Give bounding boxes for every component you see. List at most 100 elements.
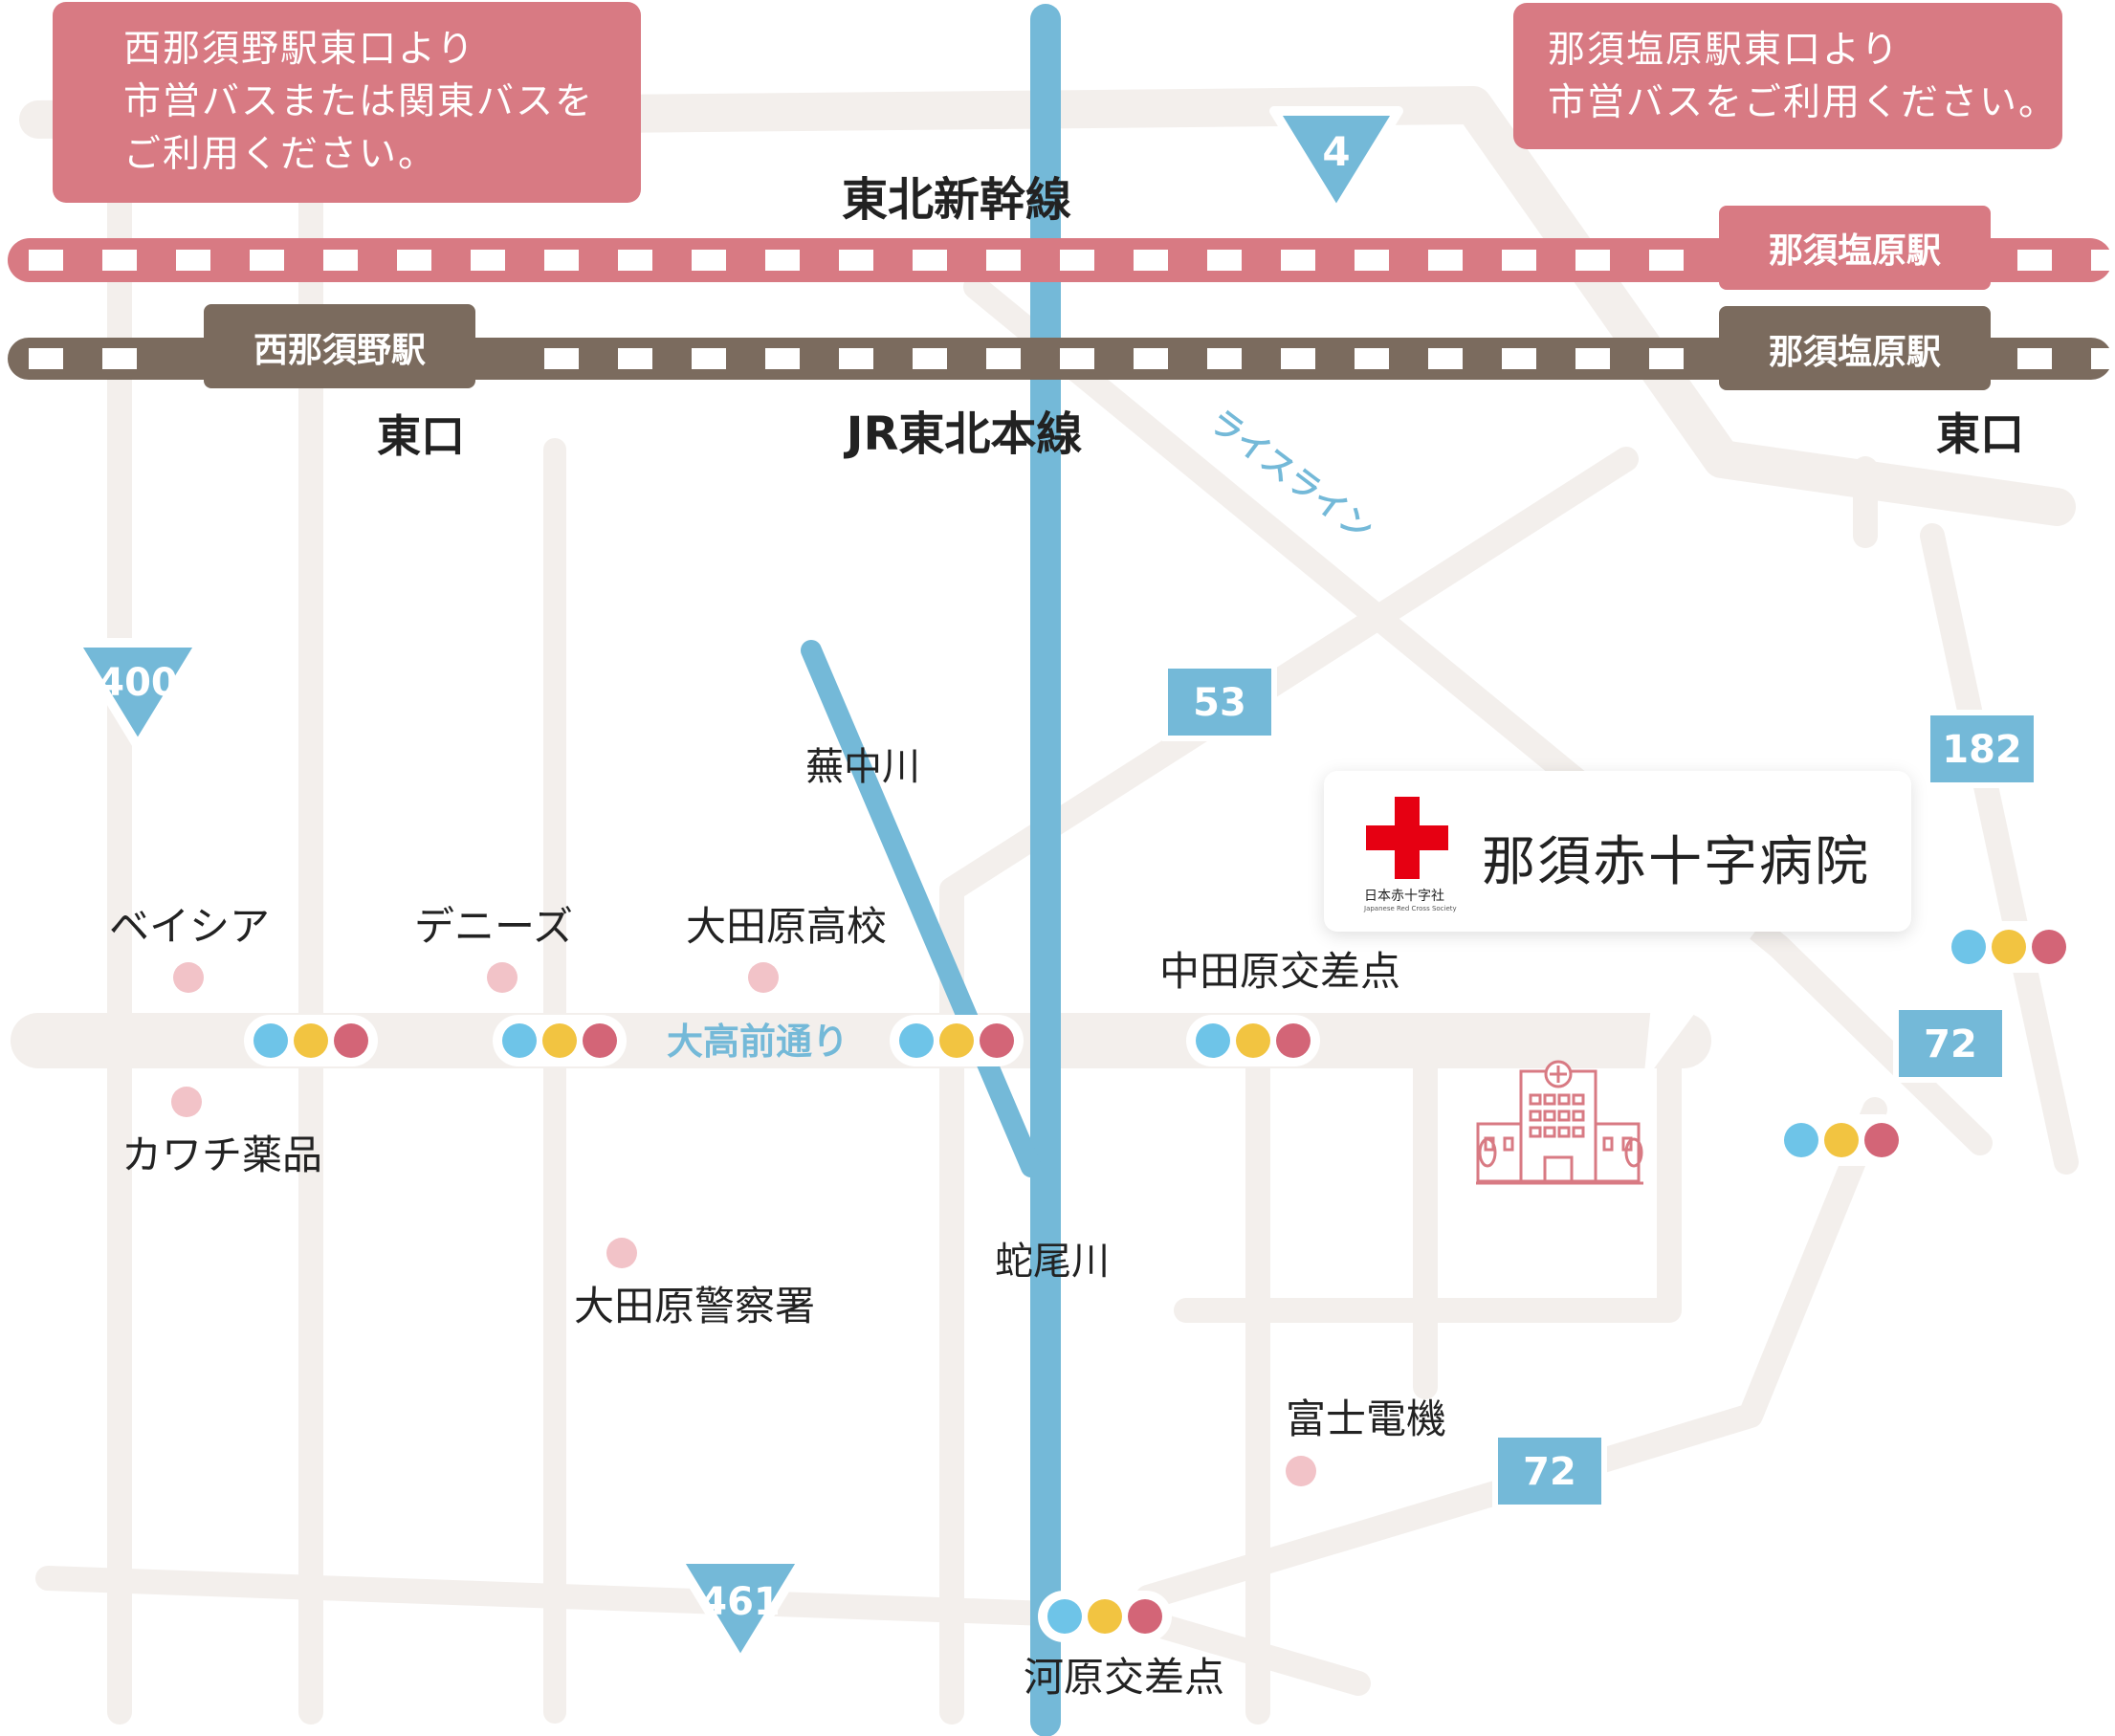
kabunaka-river-label: 蕪中川	[805, 745, 920, 789]
rail-dash	[1502, 348, 1536, 369]
rail-dash	[102, 250, 137, 271]
signal-light-blue	[1784, 1123, 1818, 1157]
svg-text:4: 4	[1322, 128, 1350, 175]
rail-dash	[913, 348, 947, 369]
signal-light-red	[980, 1023, 1014, 1058]
red-cross-icon	[1366, 797, 1448, 879]
rail-dash	[1060, 348, 1094, 369]
signal-light-red	[583, 1023, 617, 1058]
kawachi-label: カワチ薬品	[121, 1132, 322, 1178]
route-53-sign: 53	[1162, 663, 1277, 741]
rail-dash	[1281, 348, 1315, 369]
hospital-building-icon	[1476, 1060, 1643, 1185]
rail-dash	[1649, 348, 1684, 369]
rail-dash	[618, 348, 652, 369]
traffic-signal	[1942, 921, 2076, 973]
fuji-label: 富士電機	[1286, 1395, 1446, 1442]
rail-dash	[2017, 250, 2052, 271]
beisia-label: ベイシア	[109, 903, 270, 950]
rail-dash	[1428, 250, 1463, 271]
rail-dash	[692, 250, 726, 271]
svg-text:461: 461	[700, 1580, 781, 1624]
signal-light-yellow	[1824, 1123, 1859, 1157]
signal-light-yellow	[542, 1023, 577, 1058]
svg-text:那須塩原駅: 那須塩原駅	[1769, 333, 1941, 372]
route-72-sign-upper: 72	[1893, 1004, 2008, 1083]
rail-dash	[397, 250, 431, 271]
hospital-name: 那須赤十字病院	[1482, 831, 1870, 893]
traffic-signal	[1186, 1015, 1320, 1066]
shinkansen-line	[8, 238, 2115, 282]
traffic-signal	[493, 1015, 627, 1066]
signal-light-red	[1864, 1123, 1899, 1157]
bus-info-west-line-2: 市営バスまたは関東バスを	[123, 80, 595, 123]
dennys-label: デニーズ	[414, 903, 573, 950]
route-72-sign-lower: 72	[1492, 1432, 1607, 1510]
rice-line-label: ライスライン	[1202, 402, 1380, 549]
signal-light-blue	[502, 1023, 537, 1058]
rail-dash	[29, 348, 63, 369]
hospital-card-pointer	[1643, 918, 1765, 1083]
svg-text:182: 182	[1942, 728, 2022, 772]
rail-dash	[913, 250, 947, 271]
traffic-signal	[1774, 1114, 1908, 1166]
east-exit-label: 東口	[1936, 408, 2024, 460]
rail-dash	[1428, 348, 1463, 369]
rail-dash	[986, 250, 1021, 271]
bus-info-east-line-1: 那須塩原駅東口より	[1548, 29, 1901, 72]
rail-dash	[544, 250, 579, 271]
rail-dash	[618, 250, 652, 271]
rail-dash	[2091, 250, 2115, 271]
signal-light-blue	[1951, 930, 1986, 964]
rail-dash	[765, 348, 800, 369]
route-400-sign: 400	[70, 638, 206, 751]
rail-dash	[1355, 250, 1389, 271]
river-network	[801, 4, 1061, 1736]
rail-dash	[1060, 250, 1094, 271]
nakatawara-label: 中田原交差点	[1159, 948, 1400, 995]
route-4-sign: 4	[1269, 106, 1403, 217]
signal-light-yellow	[294, 1023, 328, 1058]
bus-info-east-callout: 那須塩原駅東口より 市営バスをご利用ください。	[1513, 3, 2062, 149]
svg-text:西那須野駅: 西那須野駅	[253, 331, 426, 370]
rail-dash	[544, 348, 579, 369]
west-exit-label: 東口	[377, 410, 465, 462]
rail-dash	[29, 250, 63, 271]
jr-tohoku-line	[8, 338, 2115, 380]
rail-dash	[1575, 348, 1610, 369]
signal-light-yellow	[1992, 930, 2026, 964]
signal-light-blue	[1047, 1599, 1082, 1634]
rail-dash	[1207, 348, 1242, 369]
signal-light-yellow	[1236, 1023, 1270, 1058]
rail-dash	[839, 348, 873, 369]
signal-light-yellow	[939, 1023, 974, 1058]
svg-text:那須塩原駅: 那須塩原駅	[1769, 231, 1941, 271]
rail-dash	[176, 250, 210, 271]
rail-dash	[986, 348, 1021, 369]
rail-dash	[250, 250, 284, 271]
signal-light-blue	[899, 1023, 934, 1058]
svg-text:72: 72	[1523, 1450, 1576, 1494]
station-shinkansen-nasushiobara: 那須塩原駅	[1719, 206, 1991, 290]
rail-dash	[1207, 250, 1242, 271]
poi-dot-police	[606, 1238, 637, 1268]
rail-dash	[1355, 348, 1389, 369]
traffic-signal	[1038, 1591, 1172, 1642]
svg-text:72: 72	[1924, 1022, 1977, 1066]
kawara-label: 河原交差点	[1024, 1654, 1224, 1701]
signal-light-red	[2032, 930, 2066, 964]
poi-dot-otawara-high	[748, 962, 779, 993]
police-label: 大田原警察署	[574, 1283, 815, 1329]
kabunaka-river	[801, 640, 1042, 1177]
rail-dash	[1575, 250, 1610, 271]
rail-dash	[1134, 250, 1168, 271]
poi-dot-dennys	[487, 962, 518, 993]
otawara-high-label: 大田原高校	[686, 903, 887, 950]
rail-dash	[692, 348, 726, 369]
bus-info-west-line-1: 西那須野駅東口より	[123, 28, 476, 71]
route-182-sign: 182	[1925, 710, 2039, 788]
signal-light-yellow	[1088, 1599, 1122, 1634]
signal-light-blue	[253, 1023, 288, 1058]
rail-dash	[839, 250, 873, 271]
hospital-card: 日本赤十字社 Japanese Red Cross Society 那須赤十字病…	[1324, 771, 1911, 932]
